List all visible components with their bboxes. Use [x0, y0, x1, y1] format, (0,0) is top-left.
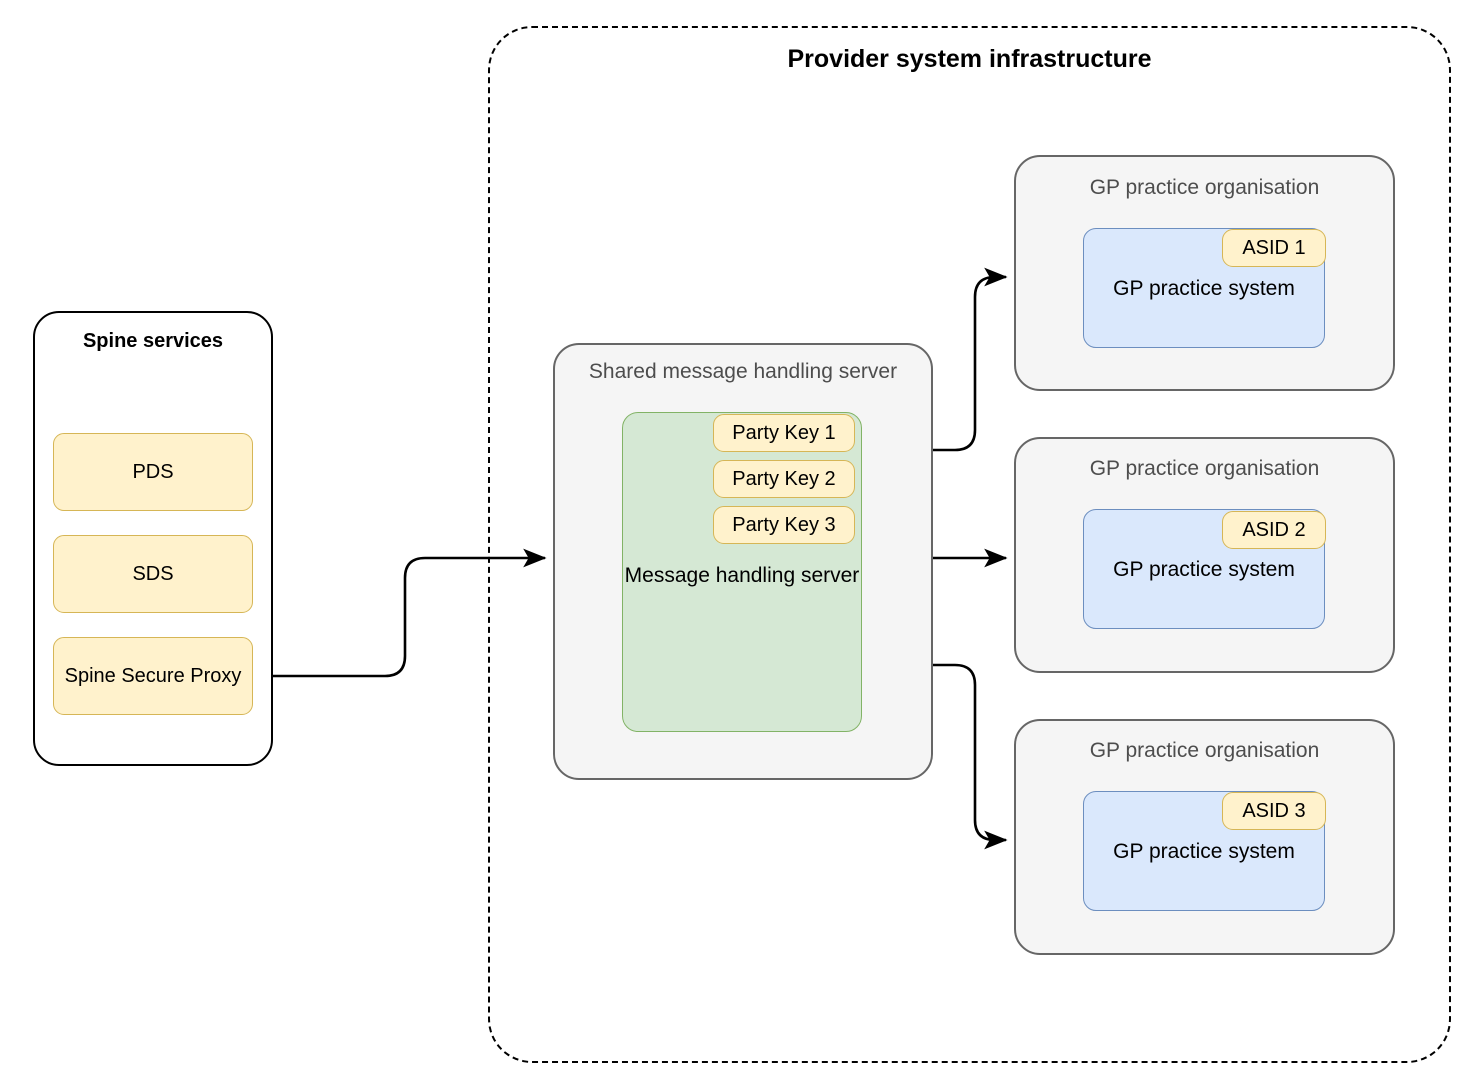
party-key-2-badge[interactable]: Party Key 2: [713, 460, 855, 498]
gp-practice-organisation-3-title: GP practice organisation: [1089, 739, 1320, 762]
shared-message-handling-server-title: Shared message handling server: [588, 360, 898, 383]
asid-2-label: ASID 2: [1242, 518, 1306, 541]
spine-services-title: Spine services: [82, 330, 224, 352]
provider-system-infrastructure-title: Provider system infrastructure: [787, 45, 1152, 73]
asid-1-badge[interactable]: ASID 1: [1222, 229, 1326, 267]
gp-practice-organisation-2-title: GP practice organisation: [1089, 457, 1320, 480]
gp-practice-system-3-label: GP practice system: [1113, 840, 1295, 863]
spine-service-spine-secure-proxy-label: Spine Secure Proxy: [64, 664, 242, 687]
provider-system-infrastructure-container: [488, 26, 1451, 1063]
gp-practice-system-2-label: GP practice system: [1113, 558, 1295, 581]
message-handling-server-label: Message handling server: [624, 564, 860, 587]
asid-1-label: ASID 1: [1242, 236, 1306, 259]
asid-3-badge[interactable]: ASID 3: [1222, 792, 1326, 830]
asid-2-badge[interactable]: ASID 2: [1222, 511, 1326, 549]
spine-service-spine-secure-proxy[interactable]: Spine Secure Proxy: [53, 637, 253, 715]
party-key-1-badge[interactable]: Party Key 1: [713, 414, 855, 452]
party-key-3-label: Party Key 3: [732, 513, 836, 536]
spine-service-sds[interactable]: SDS: [53, 535, 253, 613]
spine-service-pds-label: PDS: [132, 460, 174, 483]
party-key-2-label: Party Key 2: [732, 467, 836, 490]
spine-service-pds[interactable]: PDS: [53, 433, 253, 511]
asid-3-label: ASID 3: [1242, 799, 1306, 822]
gp-practice-organisation-1-title: GP practice organisation: [1089, 176, 1320, 199]
spine-service-sds-label: SDS: [132, 562, 174, 585]
party-key-1-label: Party Key 1: [732, 421, 836, 444]
party-key-3-badge[interactable]: Party Key 3: [713, 506, 855, 544]
gp-practice-system-1-label: GP practice system: [1113, 277, 1295, 300]
